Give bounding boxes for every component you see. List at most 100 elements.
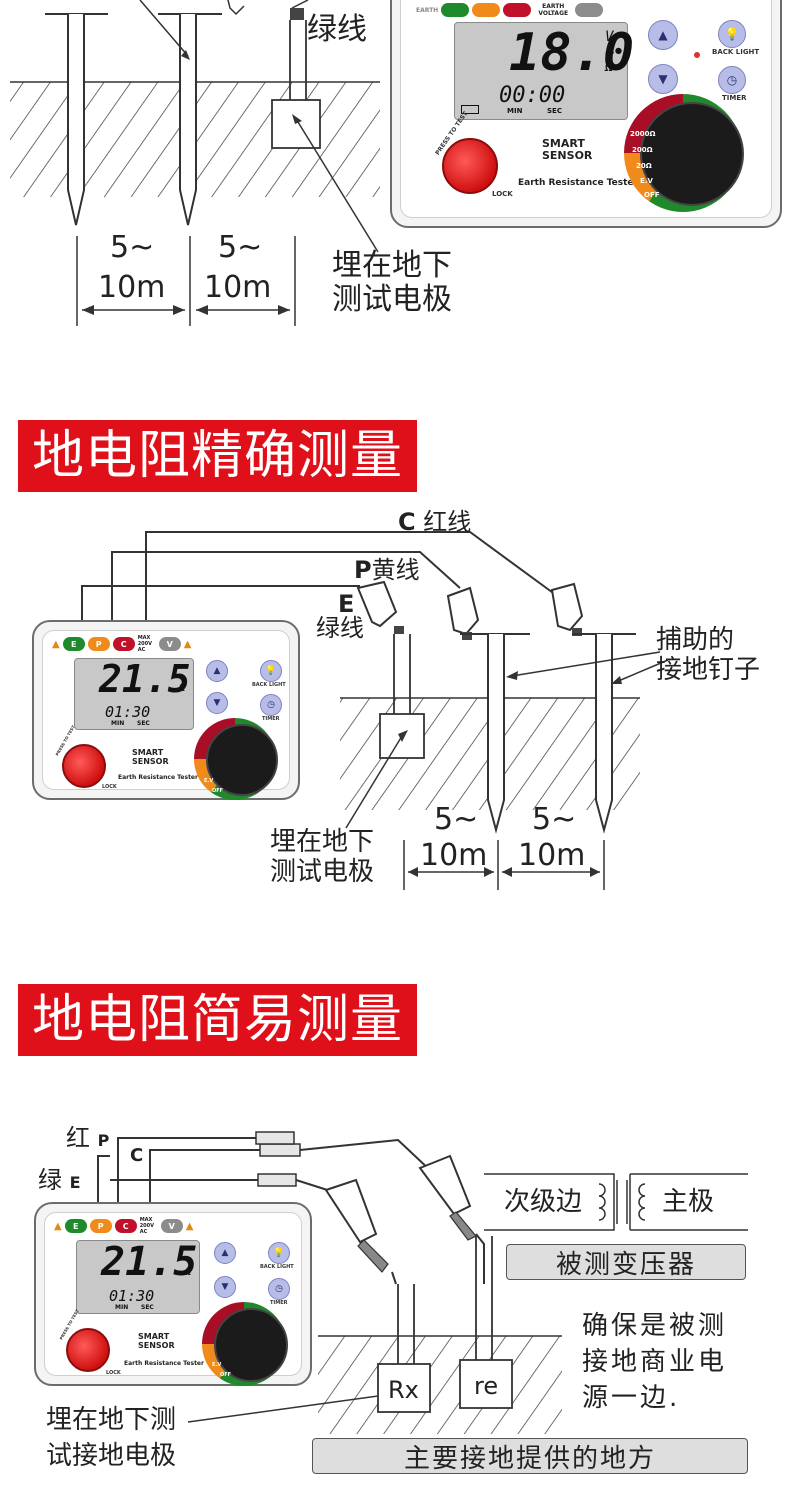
primary-label: 主极 bbox=[662, 1187, 715, 1217]
terminal-green bbox=[441, 3, 470, 17]
down-arrow-button[interactable]: ▼ bbox=[214, 1276, 236, 1298]
lcd-sec-label: SEC bbox=[137, 720, 150, 727]
note-line-2: 接地商业电 bbox=[582, 1347, 728, 1377]
brand-line-2: SENSOR bbox=[132, 757, 169, 766]
earth-voltage-label: EARTH VOLTAGE bbox=[538, 3, 569, 17]
terminal-v: V bbox=[158, 637, 181, 651]
note-line-3: 源一边. bbox=[582, 1383, 681, 1413]
top-diagram-graphics bbox=[10, 0, 380, 326]
brand-smart-sensor: SMART SENSOR bbox=[138, 1332, 175, 1350]
timer-button[interactable]: ◷ bbox=[718, 66, 746, 94]
section-title-simple: 地电阻简易测量 bbox=[18, 984, 418, 1056]
distance-2-bottom: 10m bbox=[204, 270, 272, 305]
electrode-label-line1: 埋在地下 bbox=[332, 248, 452, 283]
distance-2-top: 5~ bbox=[532, 802, 577, 837]
lcd-reading: 21.5 bbox=[99, 657, 191, 701]
lcd-reading: 21.5 bbox=[101, 1239, 198, 1285]
c-letter: C bbox=[398, 508, 416, 536]
timer-button[interactable]: ◷ bbox=[260, 694, 282, 716]
lock-label: LOCK bbox=[106, 1370, 121, 1376]
terminal-orange bbox=[472, 3, 501, 17]
range-200: 200Ω bbox=[632, 146, 653, 154]
range-ev: E.V bbox=[640, 177, 653, 185]
range-selector-knob[interactable] bbox=[640, 102, 744, 206]
range-selector-knob[interactable] bbox=[206, 724, 278, 796]
aux-stake-label-2: 接地钉子 bbox=[656, 655, 761, 685]
terminal-strip: ▲ E P C MAX 200V AC V ▲ bbox=[52, 635, 192, 653]
terminal-p: P bbox=[87, 637, 110, 651]
green-lead-letter: E bbox=[69, 1173, 81, 1192]
timer-label: TIMER bbox=[262, 716, 280, 722]
note-line-1: 确保是被测 bbox=[582, 1311, 728, 1341]
lcd-min-label: MIN bbox=[115, 1304, 129, 1311]
lock-label: LOCK bbox=[492, 190, 513, 198]
lcd-sec-label: SEC bbox=[141, 1304, 154, 1311]
down-arrow-button[interactable]: ▼ bbox=[648, 64, 678, 94]
terminal-p: P bbox=[89, 1219, 112, 1233]
c-lead-letter: C bbox=[130, 1145, 144, 1166]
aux-stake-label-1: 捕助的 bbox=[656, 625, 735, 655]
brand-smart-sensor: SMART SENSOR bbox=[542, 138, 592, 162]
backlight-button[interactable]: 💡 bbox=[268, 1242, 290, 1264]
model-label: Earth Resistance Tester bbox=[124, 1360, 204, 1367]
up-arrow-button[interactable]: ▲ bbox=[648, 20, 678, 50]
c-wire-color: 红线 bbox=[423, 508, 472, 536]
transformer-box: 被测变压器 bbox=[506, 1244, 746, 1280]
range-selector-knob[interactable] bbox=[214, 1308, 288, 1382]
secondary-side-label: 次级边 bbox=[504, 1187, 583, 1217]
section-title-precise: 地电阻精确测量 bbox=[18, 420, 418, 492]
lcd-unit-ohm: Ω bbox=[185, 1265, 192, 1278]
terminal-grey bbox=[575, 3, 604, 17]
up-arrow-button[interactable]: ▲ bbox=[214, 1242, 236, 1264]
press-to-test-button[interactable] bbox=[62, 744, 106, 788]
green-lead-label: 绿 E bbox=[38, 1164, 81, 1199]
brand-line-1: SMART bbox=[542, 137, 585, 150]
tester-device-simple: ▲ E P C MAX 200V AC V ▲ 21.5 Ω 01:30 MIN… bbox=[34, 1202, 312, 1386]
model-label: Earth Resistance Tester bbox=[118, 774, 198, 781]
electrode-label-1: 埋在地下测 bbox=[46, 1405, 177, 1435]
e-wire-color: 绿线 bbox=[316, 614, 364, 642]
brand-line-1: SMART bbox=[138, 1332, 170, 1341]
brand-line-2: SENSOR bbox=[542, 149, 593, 162]
terminal-strip: EARTH EARTH VOLTAGE bbox=[416, 2, 604, 18]
section-precise-measurement: 地电阻精确测量 bbox=[0, 420, 790, 920]
electrode-label-line2: 测试电极 bbox=[332, 282, 452, 317]
lcd-min-label: MIN bbox=[507, 107, 523, 115]
lcd-reading: 18.0 bbox=[509, 23, 635, 83]
range-20: 20Ω bbox=[636, 162, 652, 170]
down-arrow-button[interactable]: ▼ bbox=[206, 692, 228, 714]
press-to-test-button[interactable] bbox=[66, 1328, 110, 1372]
lcd-min-label: MIN bbox=[111, 720, 125, 727]
c-wire-label: C 红线 bbox=[398, 506, 471, 538]
tester-device-precise: ▲ E P C MAX 200V AC V ▲ 21.5 Ω 01:30 MIN… bbox=[32, 620, 300, 800]
terminal-v: V bbox=[160, 1219, 183, 1233]
distance-2-bottom: 10m bbox=[518, 838, 586, 873]
distance-1-bottom: 10m bbox=[98, 270, 166, 305]
re-label: re bbox=[474, 1372, 499, 1400]
p-wire-label: P黄线 bbox=[354, 554, 420, 586]
backlight-label: BACK LIGHT bbox=[712, 48, 760, 56]
press-to-test-button[interactable] bbox=[442, 138, 498, 194]
lcd-display: 21.5 Ω 01:30 MIN SEC bbox=[76, 1239, 200, 1314]
model-label: Earth Resistance Tester bbox=[518, 178, 638, 188]
timer-button[interactable]: ◷ bbox=[268, 1278, 290, 1300]
warning-icon-2: ▲ bbox=[183, 638, 192, 650]
terminal-max-label: MAX 200V AC bbox=[137, 635, 153, 653]
range-off: OFF bbox=[212, 788, 224, 794]
range-ev: E.V bbox=[212, 1362, 222, 1368]
lcd-timer: 01:30 bbox=[105, 703, 151, 721]
precise-diagram-graphics bbox=[81, 531, 669, 890]
warning-icon-2: ▲ bbox=[185, 1220, 194, 1232]
up-arrow-button[interactable]: ▲ bbox=[206, 660, 228, 682]
electrode-label-2: 测试电极 bbox=[270, 857, 375, 887]
p-wire-color: 黄线 bbox=[371, 556, 420, 584]
backlight-button[interactable]: 💡 bbox=[260, 660, 282, 682]
distance-1-bottom: 10m bbox=[420, 838, 488, 873]
battery-icon bbox=[461, 105, 479, 114]
lcd-unit-ohm: Ω bbox=[179, 681, 186, 694]
range-off: OFF bbox=[220, 1372, 232, 1378]
backlight-button[interactable]: 💡 bbox=[718, 20, 746, 48]
red-lead-color: 红 bbox=[66, 1124, 90, 1152]
terminal-e: E bbox=[62, 637, 85, 651]
distance-2-top: 5~ bbox=[218, 230, 263, 265]
